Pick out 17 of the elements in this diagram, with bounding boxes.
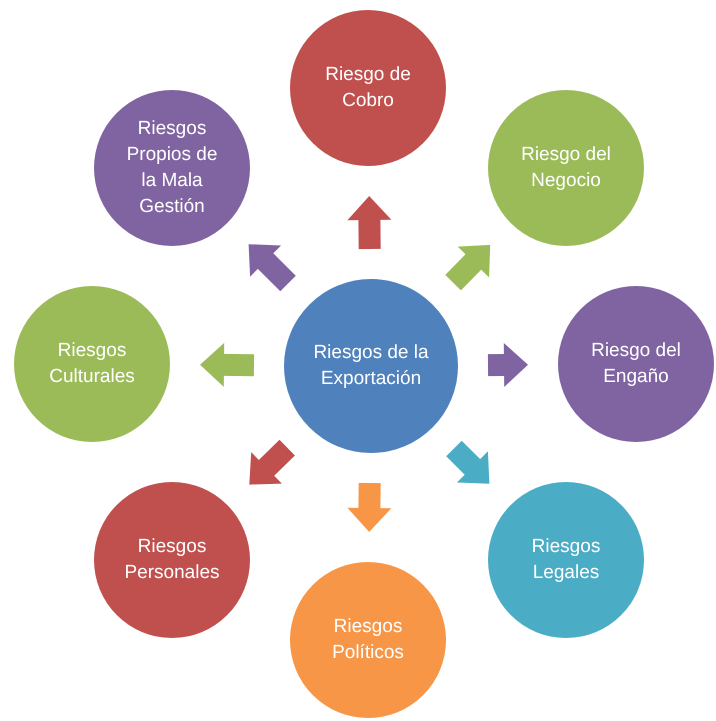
node-label: Riesgos Propios de la Mala Gestión bbox=[126, 117, 218, 219]
node-label: Riesgos Políticos bbox=[331, 615, 405, 665]
block-arrow bbox=[200, 342, 254, 387]
node-label: Riesgos Culturales bbox=[48, 339, 136, 389]
block-arrow bbox=[445, 244, 490, 290]
node-label: Riesgos Personales bbox=[123, 535, 221, 585]
node-label: Riesgos Legales bbox=[530, 535, 602, 585]
node-label: Riesgos de la Exportación bbox=[312, 341, 430, 391]
block-arrow bbox=[248, 244, 296, 292]
node-label: Riesgo de Cobro bbox=[324, 63, 412, 113]
node-label: Riesgo del Engaño bbox=[590, 339, 682, 389]
block-arrow bbox=[347, 482, 392, 532]
block-arrow bbox=[488, 343, 528, 387]
block-arrow bbox=[446, 440, 490, 484]
block-arrow bbox=[249, 440, 295, 485]
node-label: Riesgo del Negocio bbox=[520, 143, 612, 193]
block-arrow bbox=[347, 196, 392, 250]
